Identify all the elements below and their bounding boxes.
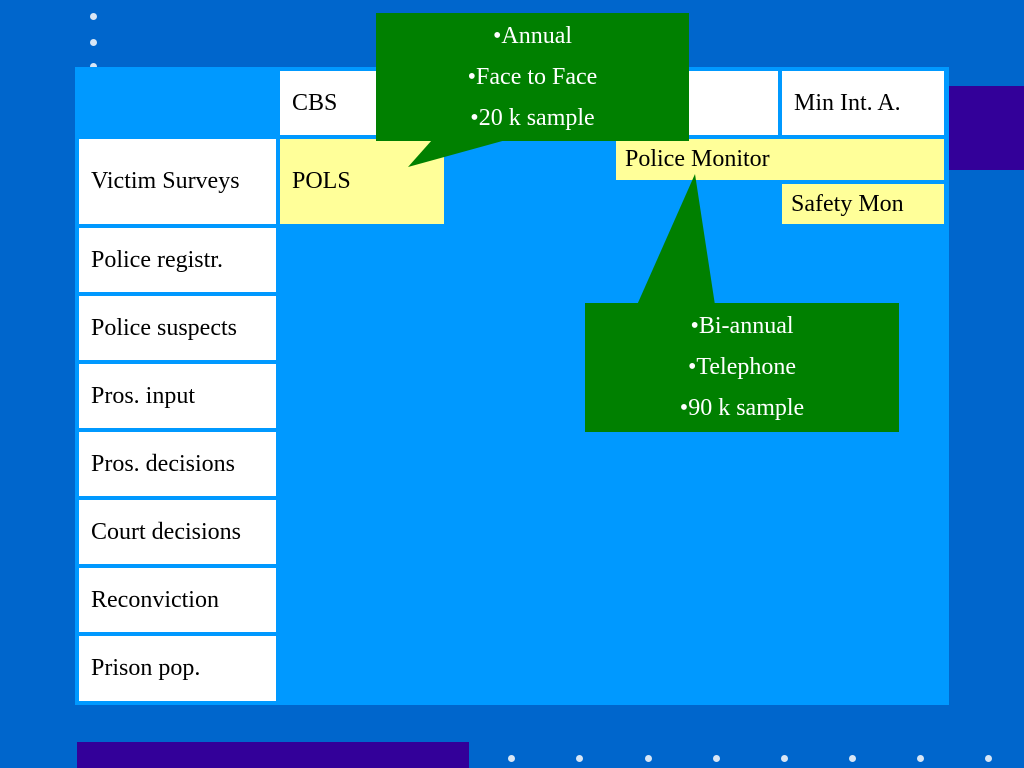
decor-dot — [90, 13, 97, 20]
header-cbs-label: CBS — [292, 89, 338, 116]
survey-safety-mon-label: Safety Mon — [791, 190, 904, 217]
decor-dot — [917, 755, 924, 762]
callout-top-line: •20 k sample — [470, 105, 595, 131]
row-label: Pros. input — [77, 362, 278, 430]
callout-top-line: •Face to Face — [467, 64, 598, 90]
survey-police-monitor-label: Police Monitor — [625, 146, 770, 172]
decor-dot — [849, 755, 856, 762]
decor-dot — [645, 755, 652, 762]
survey-safety-mon: Safety Mon — [780, 182, 946, 226]
decor-dot — [508, 755, 515, 762]
row-label: Prison pop. — [77, 634, 278, 703]
row-label-text: Pros. input — [91, 382, 196, 409]
accent-bar-bottom — [77, 742, 469, 768]
survey-pols: POLS — [278, 137, 446, 226]
decor-dot — [713, 755, 720, 762]
row-label: Police suspects — [77, 294, 278, 362]
decor-dot — [90, 63, 97, 70]
decor-dot — [576, 755, 583, 762]
row-label-text: Police suspects — [91, 314, 237, 341]
decor-dot — [985, 755, 992, 762]
header-min-int: Min Int. A. — [780, 69, 946, 137]
row-label-text: Court decisions — [91, 518, 241, 545]
survey-pols-label: POLS — [292, 168, 351, 194]
row-label-text: Police registr. — [91, 246, 223, 273]
row-label-text: Pros. decisions — [91, 450, 235, 477]
callout-top: •Annual •Face to Face •20 k sample — [376, 13, 689, 141]
row-label: Reconviction — [77, 566, 278, 634]
row-label: Victim Surveys — [77, 137, 278, 226]
row-label: Police registr. — [77, 226, 278, 294]
row-label: Court decisions — [77, 498, 278, 566]
callout-top-line: •Annual — [492, 23, 573, 49]
header-min-int-label: Min Int. A. — [794, 89, 901, 116]
row-label-text: Prison pop. — [91, 655, 201, 681]
decor-dot — [90, 39, 97, 46]
row-label-text: Reconviction — [91, 586, 219, 613]
callout-bottom-line: •Telephone — [687, 354, 796, 380]
row-label: Pros. decisions — [77, 430, 278, 498]
callout-bottom: •Bi-annual •Telephone •90 k sample — [585, 303, 899, 432]
row-label-text: Victim Surveys — [91, 168, 240, 194]
survey-police-monitor: Police Monitor — [614, 137, 946, 182]
callout-bottom-line: •Bi-annual — [690, 313, 794, 339]
decor-dot — [781, 755, 788, 762]
callout-bottom-line: •90 k sample — [679, 395, 805, 421]
accent-bar-right — [947, 86, 1024, 170]
